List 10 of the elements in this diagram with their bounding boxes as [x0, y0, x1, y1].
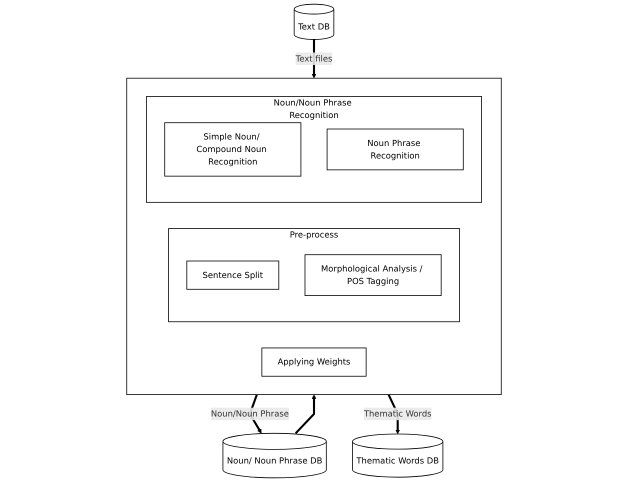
edge-label: Noun/Noun Phrase — [210, 408, 289, 419]
node-box: Simple Noun/ Compound Noun Recognition — [164, 122, 302, 177]
node-box: Applying Weights — [261, 348, 367, 377]
node-box: Morphological Analysis / POS Tagging — [304, 254, 442, 296]
arrow — [294, 394, 316, 434]
node-box: Sentence Split — [186, 260, 280, 290]
edge-label: Thematic Words — [364, 408, 432, 419]
node-box: Noun Phrase Recognition — [326, 128, 464, 170]
edge-label: Text files — [296, 54, 332, 64]
cluster — [126, 78, 502, 395]
